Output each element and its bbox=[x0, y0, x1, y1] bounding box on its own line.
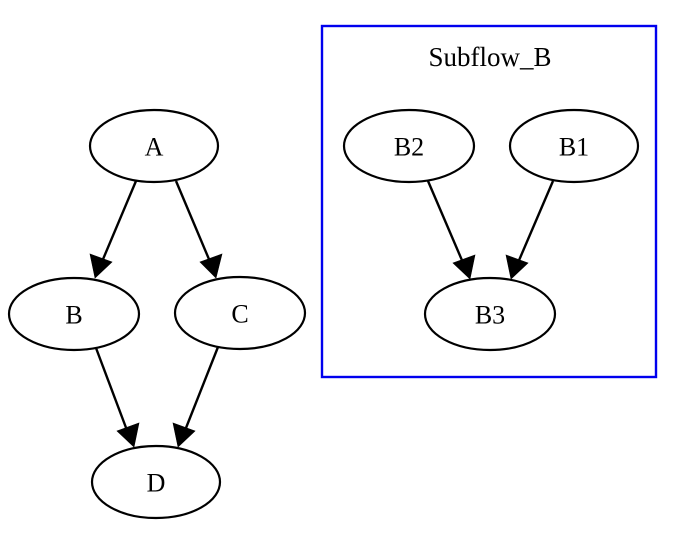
node-a-label: A bbox=[145, 133, 164, 162]
node-b1[interactable]: B1 bbox=[508, 108, 640, 184]
edge-b-to-d-arrowhead bbox=[116, 422, 140, 448]
edge-b-to-d-line bbox=[94, 347, 130, 434]
node-b[interactable]: B bbox=[7, 276, 141, 352]
node-a[interactable]: A bbox=[88, 108, 220, 184]
node-d-ellipse bbox=[90, 444, 222, 520]
edge-a-to-b-line bbox=[99, 180, 138, 265]
cluster-subflow-b[interactable]: Subflow_B bbox=[320, 24, 658, 379]
edge-layer bbox=[89, 180, 555, 448]
cluster-border-rect bbox=[320, 24, 658, 379]
node-b2-label: B2 bbox=[394, 133, 424, 162]
node-d-label: D bbox=[147, 469, 166, 498]
edge-c-to-d[interactable] bbox=[172, 346, 220, 448]
edge-a-to-c-line bbox=[174, 180, 213, 265]
edge-b-to-d[interactable] bbox=[94, 347, 140, 448]
node-b-label: B bbox=[65, 301, 82, 330]
edge-c-to-d-arrowhead bbox=[172, 422, 196, 448]
node-c[interactable]: C bbox=[173, 275, 307, 351]
node-a-ellipse bbox=[88, 108, 220, 184]
edge-c-to-d-line bbox=[182, 346, 220, 434]
node-b3-ellipse bbox=[423, 276, 557, 352]
node-b3[interactable]: B3 bbox=[423, 276, 557, 352]
edge-a-to-b-arrowhead bbox=[89, 253, 113, 279]
node-b-ellipse bbox=[7, 276, 141, 352]
edge-b2-to-b3-line bbox=[426, 180, 466, 266]
node-b2-ellipse bbox=[342, 108, 476, 184]
node-b2[interactable]: B2 bbox=[342, 108, 476, 184]
edge-a-to-c[interactable] bbox=[174, 180, 223, 279]
node-b1-label: B1 bbox=[559, 133, 589, 162]
edge-a-to-b[interactable] bbox=[89, 180, 138, 279]
node-b1-ellipse bbox=[508, 108, 640, 184]
edge-b1-to-b3[interactable] bbox=[505, 180, 555, 280]
cluster-label-subflow-b: Subflow_B bbox=[428, 42, 551, 72]
node-layer: A B C D B2 B1 bbox=[7, 108, 640, 520]
edge-a-to-c-arrowhead bbox=[199, 253, 223, 279]
node-c-ellipse bbox=[173, 275, 307, 351]
edge-b1-to-b3-arrowhead bbox=[505, 254, 529, 280]
node-d[interactable]: D bbox=[90, 444, 222, 520]
node-b3-label: B3 bbox=[475, 301, 505, 330]
edge-b1-to-b3-line bbox=[515, 180, 555, 266]
edge-b2-to-b3-arrowhead bbox=[452, 254, 476, 280]
edge-b2-to-b3[interactable] bbox=[426, 180, 476, 280]
node-c-label: C bbox=[231, 300, 248, 329]
